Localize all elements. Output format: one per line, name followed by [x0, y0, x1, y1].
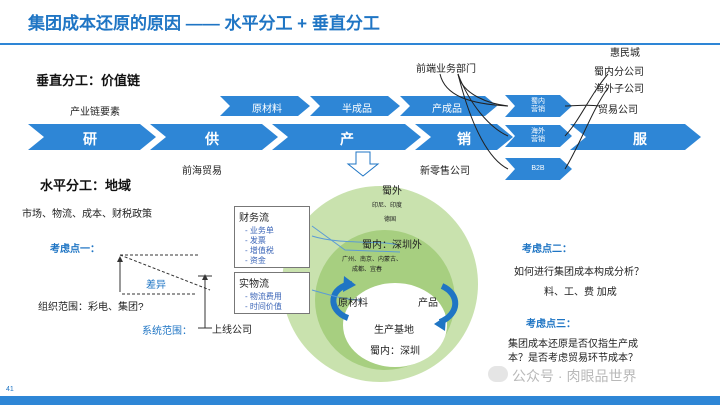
chain-label-supply: 供 — [205, 131, 219, 147]
page-title: 集团成本还原的原因 —— 水平分工 + 垂直分工 — [28, 14, 380, 33]
chain-chevron-supply — [150, 124, 278, 150]
finance-flow-box: 财务流 - 业务单 - 发票 - 增值税 - 资金 — [234, 206, 310, 268]
watermark-text: 公众号 · 肉眼品世界 — [512, 368, 637, 384]
service-entity-domestic-branch: 蜀内分公司 — [594, 67, 644, 78]
finance-flow-item: - 业务单 — [245, 226, 274, 235]
page-number: 41 — [6, 386, 14, 393]
channel-label-overseas: 海外营销 — [531, 128, 545, 143]
sys-scope-label: 系统范围： — [142, 326, 192, 337]
product-label-finished: 产成品 — [432, 104, 462, 115]
finance-flow-item: - 资金 — [245, 256, 266, 265]
chain-chevron-produce — [272, 124, 421, 150]
new-retail-label: 新零售公司 — [420, 166, 470, 177]
service-entity-overseas-sub: 海外子公司 — [594, 84, 644, 95]
front-office-label: 前端业务部门 — [416, 64, 476, 75]
product-chevron-semi — [310, 96, 400, 116]
middle-region-title: 蜀内：深圳外 — [362, 240, 422, 251]
org-scope-label: 组织范围：彩电、集团? — [38, 302, 144, 313]
outer-region-line2: 德国 — [384, 217, 397, 223]
cycle-right-label: 产品 — [418, 298, 438, 309]
production-base-label: 生产基地 — [374, 325, 414, 336]
outer-region-title: 蜀外 — [382, 186, 402, 197]
finance-flow-item: - 发票 — [245, 236, 266, 245]
consider-three-line2: 本？是否考虑贸易环节成本？ — [508, 353, 638, 364]
physical-flow-item: - 时间价值 — [245, 302, 282, 311]
physical-flow-title: 实物流 — [239, 279, 269, 290]
finance-flow-item: - 增值税 — [245, 246, 274, 255]
product-label-raw: 原材料 — [252, 104, 282, 115]
channel-chevron-overseas — [505, 125, 572, 147]
consider-two-answer: 料、工、费 加成 — [544, 287, 617, 298]
consider-two-question: 如何进行集团成本构成分析？ — [514, 267, 644, 278]
consider-three-label: 考虑点三： — [526, 319, 576, 330]
production-down-arrow — [346, 151, 380, 177]
chain-label-service: 服 — [633, 131, 647, 147]
physical-flow-item: - 物流费用 — [245, 292, 282, 301]
diff-label: 差异 — [146, 280, 166, 291]
service-entity-huimincheng: 惠民城 — [610, 48, 640, 59]
finance-flow-title: 财务流 — [239, 213, 269, 224]
product-label-semi: 半成品 — [342, 104, 372, 115]
horizontal-heading: 水平分工：地域 — [40, 178, 132, 193]
channel-label-domestic: 蜀内营销 — [531, 98, 545, 113]
inner-region-title: 蜀内：深圳 — [370, 346, 420, 357]
consider-one-label: 考虑点一： — [50, 244, 100, 255]
chain-label-produce: 产 — [340, 131, 354, 147]
chain-chevron-research — [28, 124, 156, 150]
chain-label-research: 研 — [83, 131, 97, 147]
middle-region-line2: 成都、宜春 — [352, 267, 383, 273]
product-chevron-raw — [220, 96, 310, 116]
cycle-left-label: 原材料 — [338, 298, 368, 309]
physical-flow-box: 实物流 - 物流费用 - 时间价值 — [234, 272, 310, 314]
wechat-icon — [488, 366, 508, 382]
title-underline — [0, 43, 720, 45]
qianhai-trade-label: 前海贸易 — [182, 166, 222, 177]
channel-label-b2b: B2B — [531, 165, 545, 172]
chain-label-sales: 销 — [457, 131, 471, 147]
industry-chain-label: 产业链要素 — [70, 107, 120, 118]
listed-company-label: 上线公司 — [212, 325, 252, 336]
inner-region-circle — [343, 283, 447, 367]
vertical-heading: 垂直分工：价值链 — [36, 73, 141, 88]
chain-chevron-service — [570, 124, 701, 150]
service-entity-trade-company: 贸易公司 — [598, 105, 638, 116]
chain-chevron-sales — [415, 124, 513, 150]
middle-region-line1: 广州、南京、内蒙古、 — [342, 257, 403, 263]
channel-chevron-b2b — [505, 158, 572, 180]
channel-chevron-domestic — [505, 95, 572, 117]
consider-three-line1: 集团成本还原是否仅指生产成 — [508, 339, 638, 350]
policies-label: 市场、物流、成本、财税政策 — [22, 209, 152, 220]
outer-region-line1: 印尼、印度 — [372, 203, 403, 209]
bottom-bar — [0, 396, 720, 405]
consider-two-label: 考虑点二： — [522, 244, 572, 255]
